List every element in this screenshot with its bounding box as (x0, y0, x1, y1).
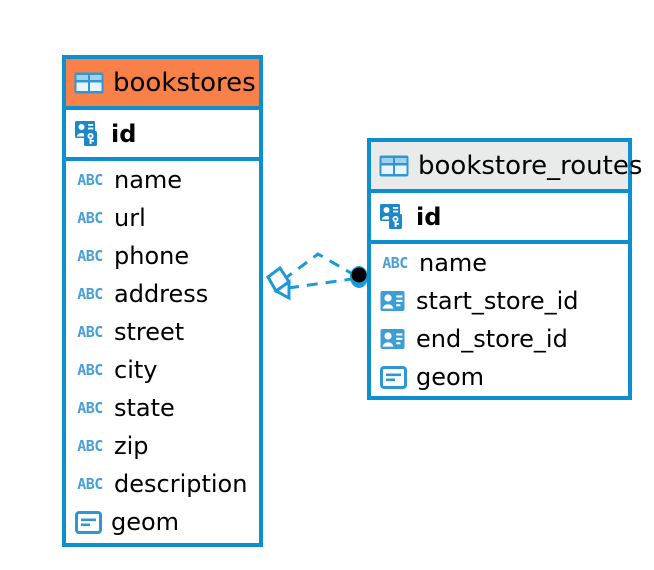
abc-text-icon: ABC (77, 360, 103, 379)
entity-table-bookstores[interactable]: bookstores (62, 55, 263, 547)
field-label: phone (114, 242, 190, 270)
table-icon (379, 155, 409, 177)
abc-text-icon: ABC (77, 474, 103, 493)
field-label: geom (416, 363, 485, 391)
field-row-name[interactable]: ABC name (66, 161, 259, 199)
abc-text-icon: ABC (77, 170, 103, 189)
field-row-name[interactable]: ABC name (371, 244, 628, 282)
primary-key-section: id (66, 110, 259, 161)
primary-key-section: id (371, 193, 628, 244)
entity-table-bookstore-routes[interactable]: bookstore_routes (367, 138, 642, 400)
field-label: street (114, 318, 185, 346)
field-row-geom[interactable]: geom (371, 358, 628, 396)
field-row-city[interactable]: ABC city (66, 351, 259, 389)
primary-key-icon (380, 203, 407, 230)
abc-text-icon: ABC (77, 398, 103, 417)
field-label: start_store_id (416, 287, 579, 315)
field-list-bookstores: ABC name ABC url ABC phone ABC address A… (66, 161, 259, 541)
field-row-state[interactable]: ABC state (66, 389, 259, 427)
field-row-url[interactable]: ABC url (66, 199, 259, 237)
filled-dot-marker (350, 266, 368, 288)
relationship-line-lower (287, 277, 353, 290)
foreign-key-icon (380, 290, 407, 313)
diamond-outline-marker (266, 265, 292, 301)
field-label: geom (111, 508, 180, 536)
field-label: city (114, 356, 158, 384)
field-label: address (114, 280, 209, 308)
field-row-description[interactable]: ABC description (66, 465, 259, 503)
field-label: id (416, 202, 442, 231)
entity-header-bookstore-routes: bookstore_routes (371, 142, 642, 193)
field-row-end-store-id[interactable]: end_store_id (371, 320, 628, 358)
field-row-geom[interactable]: geom (66, 503, 259, 541)
abc-text-icon: ABC (77, 322, 103, 341)
field-row-id[interactable]: id (66, 110, 259, 157)
field-label: zip (114, 432, 149, 460)
abc-text-icon: ABC (77, 208, 103, 227)
field-label: url (114, 204, 146, 232)
table-icon (74, 72, 104, 94)
field-row-zip[interactable]: ABC zip (66, 427, 259, 465)
relationship-line-upper (282, 252, 357, 282)
field-row-street[interactable]: ABC street (66, 313, 259, 351)
field-row-id[interactable]: id (371, 193, 628, 240)
entity-title: bookstores (113, 67, 256, 98)
geometry-icon (75, 510, 102, 534)
entity-title: bookstore_routes (418, 150, 643, 181)
field-row-address[interactable]: ABC address (66, 275, 259, 313)
field-label: name (419, 249, 488, 277)
field-list-bookstore-routes: ABC name start_store_id (371, 244, 628, 396)
field-row-start-store-id[interactable]: start_store_id (371, 282, 628, 320)
field-label: id (111, 119, 137, 148)
primary-key-icon (75, 120, 102, 147)
geometry-icon (380, 365, 407, 389)
field-label: name (114, 166, 183, 194)
entity-header-bookstores: bookstores (66, 59, 259, 110)
abc-text-icon: ABC (77, 436, 103, 455)
abc-text-icon: ABC (382, 253, 408, 272)
field-label: end_store_id (416, 325, 568, 353)
field-row-phone[interactable]: ABC phone (66, 237, 259, 275)
foreign-key-icon (380, 328, 407, 351)
field-label: description (114, 470, 248, 498)
abc-text-icon: ABC (77, 284, 103, 303)
abc-text-icon: ABC (77, 246, 103, 265)
field-label: state (114, 394, 175, 422)
